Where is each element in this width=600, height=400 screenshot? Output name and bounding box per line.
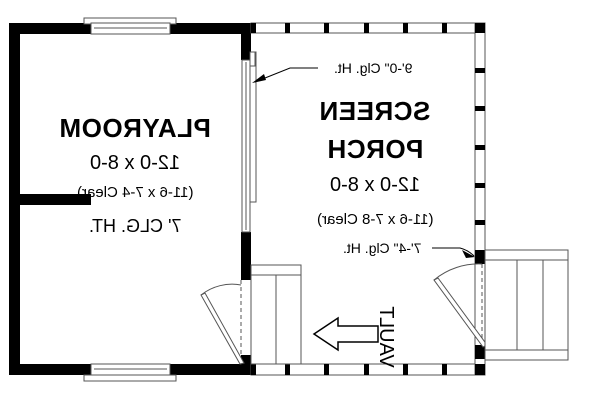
ceiling-note-high: 9'-0" Clg. Ht. (333, 60, 413, 76)
vault-label: VAULT (375, 306, 397, 368)
porch-name-line1: SCREEN (319, 96, 431, 126)
shared-wall-window (241, 51, 257, 233)
playroom-clear: (11-6 x 7-4 Clear) (76, 184, 194, 201)
playroom-walls (9, 23, 251, 375)
vault-arrow-icon (312, 316, 379, 352)
porch-clear: (11-6 x 7-8 Clear) (316, 211, 434, 228)
screen-porch-walls (250, 22, 486, 376)
playroom-dimensions: 12-0 x 8-0 (89, 152, 181, 174)
playroom-name: PLAYROOM (59, 113, 211, 143)
porch-dimensions: 12-0 x 8-0 (329, 174, 421, 196)
ceiling-leader-low (432, 247, 475, 258)
playroom-window-bottom (83, 363, 177, 382)
ceiling-note-low: 7'-4" Clg. Ht. (343, 240, 422, 256)
porch-name-line2: PORCH (326, 134, 424, 164)
playroom-door (200, 280, 245, 365)
playroom-ceiling: 7' CLG. HT. (88, 216, 182, 236)
interior-steps (250, 264, 302, 365)
exterior-stairs (484, 249, 569, 361)
playroom-window-top (83, 17, 177, 35)
ceiling-leader-high (252, 67, 318, 83)
